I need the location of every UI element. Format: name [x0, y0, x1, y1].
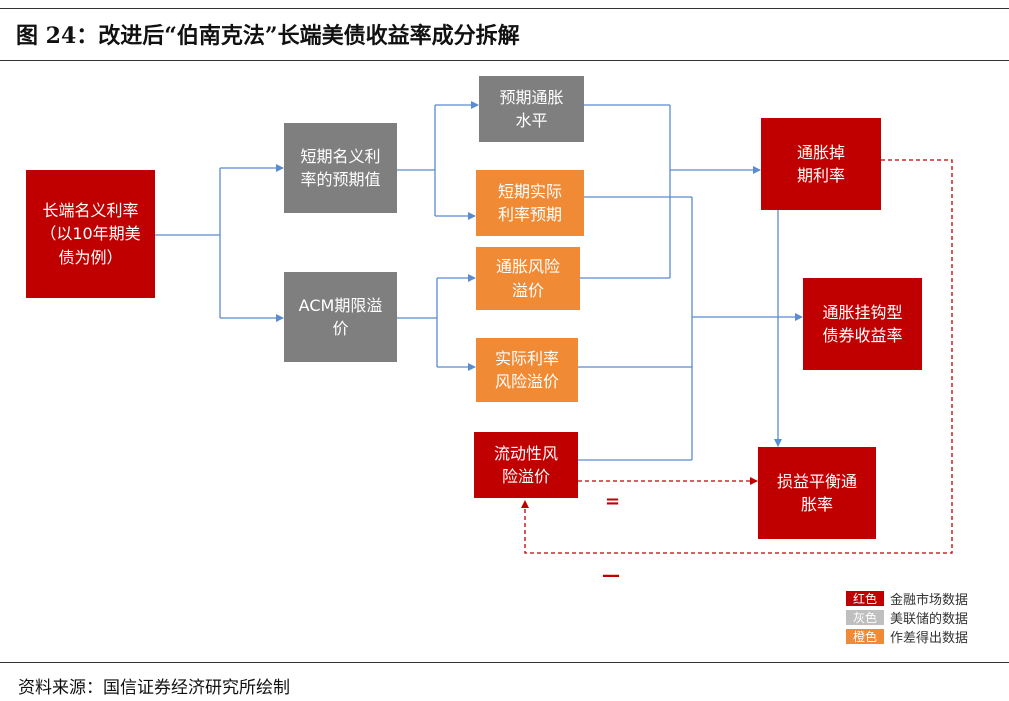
- source-note: 资料来源：国信证券经济研究所绘制: [18, 678, 290, 698]
- node-breakeven-inflation: 损益平衡通 胀率: [758, 447, 876, 539]
- minus-sign: —: [602, 565, 620, 586]
- node-short-real-rate: 短期实际 利率预期: [476, 170, 584, 236]
- node-long-rate: 长端名义利率 （以10年期美 债为例）: [26, 170, 155, 298]
- legend-swatch-gray: 灰色: [846, 609, 884, 625]
- node-liquidity-premium: 流动性风 险溢价: [474, 432, 578, 498]
- node-acm-term-premium: ACM期限溢 价: [284, 272, 397, 362]
- legend-label-red: 金融市场数据: [890, 592, 969, 608]
- figure-title: 图 24：改进后“伯南克法”长端美债收益率成分拆解: [16, 23, 520, 49]
- dashed-path-infl-adj-loop: [521, 159, 953, 554]
- legend-label-orange: 作差得出数据: [890, 630, 969, 646]
- legend-item-red: 红色 金融市场数据: [846, 590, 969, 608]
- node-short-rate-expectation: 短期名义利 率的预期值: [284, 123, 397, 213]
- top-rule: [0, 8, 1009, 9]
- legend-item-orange: 橙色 作差得出数据: [846, 628, 969, 646]
- node-inflation-risk-premium: 通胀风险 溢价: [476, 247, 580, 310]
- node-real-rate-risk-premium: 实际利率 风险溢价: [476, 338, 578, 402]
- source-rule: [0, 662, 1009, 663]
- node-expected-inflation: 预期通胀 水平: [479, 76, 584, 142]
- legend-item-gray: 灰色 美联储的数据: [846, 609, 969, 627]
- legend-swatch-red: 红色: [846, 590, 884, 606]
- legend-label-gray: 美联储的数据: [890, 611, 969, 627]
- node-inflation-adjusted-rate: 通胀掉 期利率: [761, 118, 881, 210]
- title-underline: [0, 60, 1009, 61]
- legend-swatch-orange: 橙色: [846, 628, 884, 644]
- node-tips-yield: 通胀挂钩型 债券收益率: [803, 278, 922, 370]
- equals-sign: =: [605, 491, 621, 512]
